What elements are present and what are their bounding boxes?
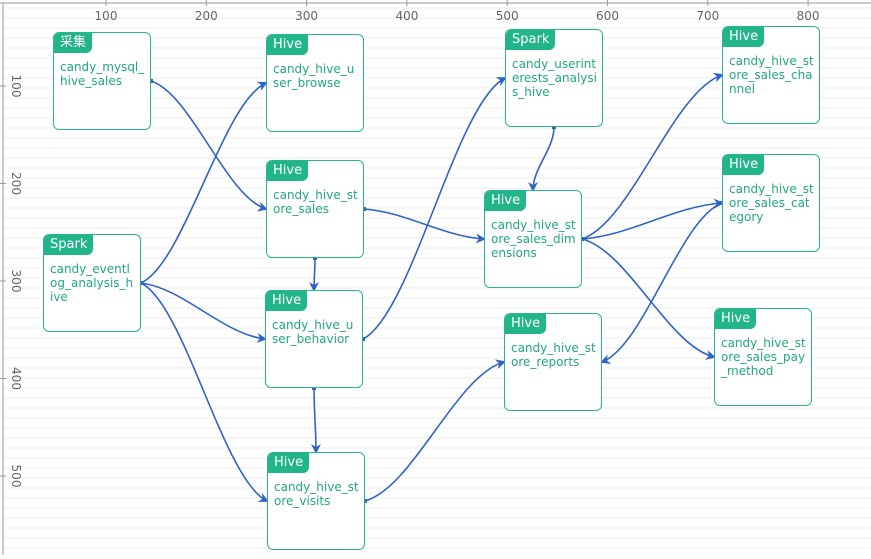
edge-port [361,337,365,341]
node-label: candy_eventlog_analysis_hive [50,262,134,304]
x-tick-label: 500 [496,9,519,23]
x-tick-label: 300 [295,9,318,23]
edge-port [362,207,366,211]
edge-n7-to-n10 [600,202,723,364]
node-n11[interactable]: Hive candy_hive_store_sales_pay_method [714,308,812,406]
node-label: candy_hive_user_browse [273,62,355,90]
node-label: candy_userinterests_analysis_hive [512,57,597,99]
edge-n8-to-n2 [140,81,268,284]
x-tick-label: 600 [596,9,619,23]
edge-port [363,499,367,503]
edge-port [139,281,143,285]
edge-n8-to-n12 [140,282,269,502]
edge-port [313,256,317,260]
edge-n12-to-n10 [364,359,506,502]
node-type-badge: Hive [715,309,757,329]
edge-n5-to-n6 [363,208,486,244]
node-type-badge: 采集 [54,33,93,53]
node-type-badge: Hive [267,35,309,55]
node-type-badge: Spark [506,30,556,50]
edge-port [312,386,316,390]
node-label: candy_hive_user_behavior [272,318,354,346]
node-label: candy_hive_store_sales_dimensions [491,218,576,260]
node-n8[interactable]: Spark candy_eventlog_analysis_hive [43,234,141,332]
edge-port [149,79,153,83]
x-tick-label: 800 [797,9,820,23]
node-n6[interactable]: Hive candy_hive_store_sales_dimensions [484,190,582,288]
y-tick-label: 100 [9,75,23,98]
node-n3[interactable]: Spark candy_userinterests_analysis_hive [505,29,603,127]
node-n7[interactable]: Hive candy_hive_store_sales_category [722,154,820,252]
edge-port [552,125,556,129]
node-label: candy_hive_store_sales_pay_method [721,336,806,378]
edge-n6-to-n11 [581,238,716,360]
node-type-badge: Hive [267,161,309,181]
edge-n3-to-n6 [528,126,555,192]
node-label: candy_hive_store_reports [511,341,596,369]
edge-n9-to-n12 [310,387,321,454]
x-tick-label: 400 [395,9,418,23]
node-n5[interactable]: Hive candy_hive_store_sales [266,160,364,258]
node-label: candy_hive_store_sales_channel [729,54,814,96]
node-label: candy_hive_store_visits [274,480,359,508]
edge-n6-to-n4 [581,72,724,240]
edge-n9-to-n3 [362,77,507,340]
node-type-badge: Hive [485,191,527,211]
node-n4[interactable]: Hive candy_hive_store_sales_channel [722,26,820,124]
edge-n5-to-n9 [309,257,320,292]
edge-port [580,237,584,241]
node-n9[interactable]: Hive candy_hive_user_behavior [265,290,363,388]
y-tick-label: 200 [9,172,23,195]
node-label: candy_hive_store_sales_category [729,182,814,224]
node-type-badge: Hive [723,27,765,47]
edge-n6-to-n7 [581,198,724,240]
edge-n8-to-n9 [140,282,267,343]
x-tick-label: 100 [95,9,118,23]
node-n1[interactable]: 采集 candy_mysql_hive_sales [53,32,151,130]
node-n2[interactable]: Hive candy_hive_user_browse [266,34,364,132]
node-type-badge: Hive [505,314,547,334]
node-label: candy_hive_store_sales [273,188,358,216]
edges [139,72,724,503]
node-type-badge: Hive [266,291,308,311]
x-tick-label: 700 [696,9,719,23]
edge-n1-to-n5 [150,80,268,212]
node-n10[interactable]: Hive candy_hive_store_reports [504,313,602,411]
node-type-badge: Hive [268,453,310,473]
y-tick-label: 400 [9,367,23,390]
y-tick-label: 300 [9,270,23,293]
x-tick-label: 200 [195,9,218,23]
node-n12[interactable]: Hive candy_hive_store_visits [267,452,365,550]
node-type-badge: Spark [44,235,94,255]
y-tick-label: 500 [9,465,23,488]
node-label: candy_mysql_hive_sales [60,60,145,88]
node-type-badge: Hive [723,155,765,175]
